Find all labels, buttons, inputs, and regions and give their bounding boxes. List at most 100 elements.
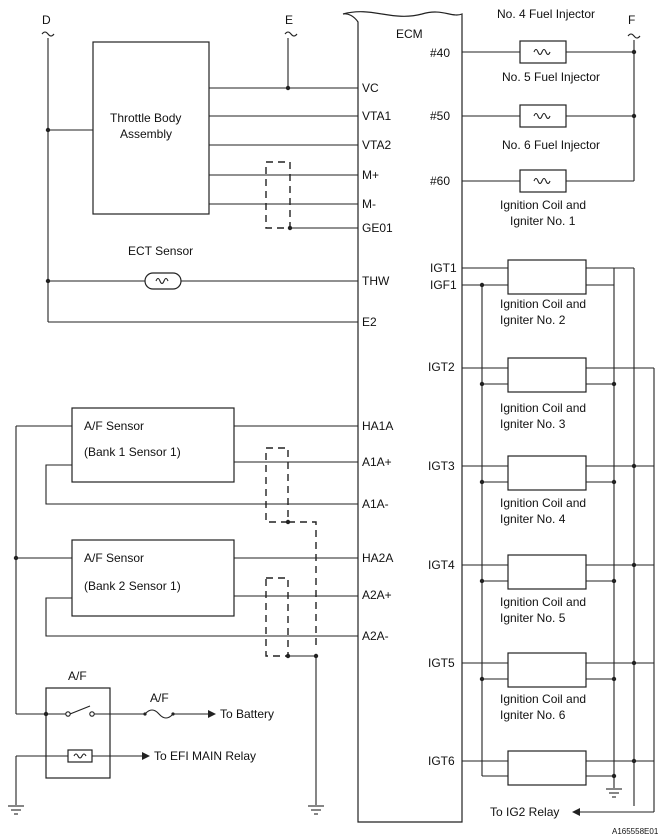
- af-sensor-bank2-box: [71, 539, 235, 617]
- coil-4-label-line2: Igniter No. 4: [500, 512, 566, 526]
- relay-contact-icon: [89, 711, 95, 717]
- coil-2-label-line2: Igniter No. 2: [500, 313, 566, 327]
- throttle-body-label-line2: Assembly: [120, 127, 172, 141]
- af-sensor-bank2-label-line1: A/F Sensor: [84, 551, 144, 565]
- fuse-icon: [144, 709, 174, 719]
- junction-dot: [611, 773, 617, 779]
- to-ig2-label: To IG2 Relay: [490, 805, 559, 819]
- relay-switch-arm: [69, 705, 91, 715]
- coil-4-label-line1: Ignition Coil and: [500, 496, 586, 510]
- pin-vta2: VTA2: [362, 138, 391, 152]
- junction-dot: [285, 519, 291, 525]
- throttle-body-label-line1: Throttle Body: [110, 111, 181, 125]
- pin-vc: VC: [362, 81, 379, 95]
- junction-dot: [285, 85, 291, 91]
- ground-icon: [8, 805, 24, 815]
- af-fuse-label: A/F: [150, 691, 169, 705]
- af-sensor-bank1-label-line1: A/F Sensor: [84, 419, 144, 433]
- coil-2-label-line1: Ignition Coil and: [500, 297, 586, 311]
- coil-6-label-line2: Igniter No. 6: [500, 708, 566, 722]
- pin-a2a-minus: A2A-: [362, 629, 389, 643]
- pin-ge01: GE01: [362, 221, 393, 235]
- ignition-coil-1: [462, 259, 634, 295]
- junction-dot: [479, 381, 485, 387]
- wire-a1a-minus: [45, 464, 358, 505]
- to-battery-label: To Battery: [220, 707, 274, 721]
- coil-3-label-line1: Ignition Coil and: [500, 401, 586, 415]
- af-relay-box: [45, 687, 111, 779]
- arrow-right-icon: [142, 752, 150, 760]
- injector-6-label: No. 6 Fuel Injector: [502, 138, 600, 152]
- pin-ha1a: HA1A: [362, 419, 393, 433]
- shield-ground-wire: [288, 521, 317, 650]
- junction-dot: [479, 578, 485, 584]
- relay-coil-symbol: [73, 753, 87, 759]
- ect-sensor-icon: [144, 272, 182, 290]
- igt5-pin: IGT5: [428, 656, 455, 670]
- ignition-coil-2: [462, 357, 654, 393]
- pin-m-minus: M-: [362, 197, 376, 211]
- pin-a1a-plus: A1A+: [362, 455, 392, 469]
- af-relay-label: A/F: [68, 669, 87, 683]
- coil-1-label-line1: Ignition Coil and: [500, 198, 586, 212]
- junction-dot: [631, 49, 637, 55]
- shield-af1: [265, 447, 289, 523]
- connector-d-label: D: [42, 13, 51, 27]
- pin-m-plus: M+: [362, 168, 379, 182]
- injector-6: [462, 169, 634, 193]
- injector-5-label: No. 5 Fuel Injector: [502, 70, 600, 84]
- pin-60: #60: [430, 174, 450, 188]
- pin-e2: E2: [362, 315, 377, 329]
- af-sensor-bank2-label-line2: (Bank 2 Sensor 1): [84, 579, 181, 593]
- junction-dot: [45, 278, 51, 284]
- shield-throttle: [265, 161, 291, 229]
- ecm-body: [342, 11, 463, 823]
- pin-a2a-plus: A2A+: [362, 588, 392, 602]
- to-efi-label: To EFI MAIN Relay: [154, 749, 256, 763]
- pin-vta1: VTA1: [362, 109, 391, 123]
- pin-ha2a: HA2A: [362, 551, 393, 565]
- fuse-terminal: [143, 712, 147, 716]
- connector-e-break-icon: [284, 31, 298, 37]
- junction-dot: [611, 381, 617, 387]
- coil-6-label-line1: Ignition Coil and: [500, 692, 586, 706]
- coil-1-label-line2: Igniter No. 1: [510, 214, 576, 228]
- igt6-pin: IGT6: [428, 754, 455, 768]
- junction-dot: [479, 676, 485, 682]
- connector-e-label: E: [285, 13, 293, 27]
- junction-dot: [479, 479, 485, 485]
- junction-dot: [631, 660, 637, 666]
- connector-f-label: F: [628, 13, 635, 27]
- igf1-pin: IGF1: [430, 278, 457, 292]
- injector-4-label: No. 4 Fuel Injector: [497, 7, 595, 21]
- junction-dot: [611, 578, 617, 584]
- junction-dot: [611, 479, 617, 485]
- af-sensor-bank1-box: [71, 407, 235, 483]
- coil-5-label-line1: Ignition Coil and: [500, 595, 586, 609]
- igt1-pin: IGT1: [430, 261, 457, 275]
- junction-dot: [287, 225, 293, 231]
- shield-af2: [265, 577, 289, 657]
- thermistor-symbol: [155, 277, 169, 285]
- ignition-coil-6: [462, 750, 654, 786]
- ground-icon: [606, 788, 622, 798]
- ignition-coil-4: [462, 554, 654, 590]
- igt4-pin: IGT4: [428, 558, 455, 572]
- connector-d-break-icon: [41, 31, 55, 37]
- ground-icon: [308, 805, 324, 815]
- ignition-coil-3: [462, 455, 654, 491]
- injector-4: [462, 40, 634, 64]
- pin-40: #40: [430, 46, 450, 60]
- wire-a2a-minus: [45, 597, 358, 637]
- junction-dot: [631, 562, 637, 568]
- junction-dot: [43, 711, 49, 717]
- junction-dot: [611, 676, 617, 682]
- coil-5-label-line2: Igniter No. 5: [500, 611, 566, 625]
- ecm-label: ECM: [396, 27, 423, 41]
- arrow-left-icon: [572, 808, 580, 816]
- ect-sensor-label: ECT Sensor: [128, 244, 193, 258]
- ignition-coil-5: [462, 652, 654, 688]
- igt3-pin: IGT3: [428, 459, 455, 473]
- af-sensor-bank1-label-line2: (Bank 1 Sensor 1): [84, 445, 181, 459]
